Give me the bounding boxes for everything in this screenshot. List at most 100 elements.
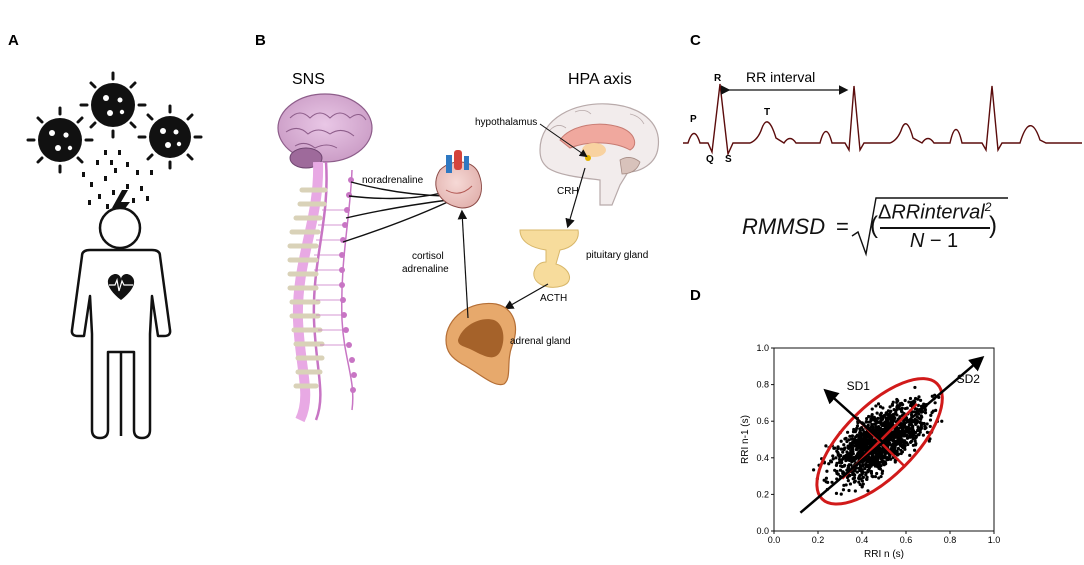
scatter-point [927, 439, 931, 443]
scatter-point [873, 463, 877, 467]
scatter-point [847, 488, 851, 493]
scatter-point [837, 454, 842, 459]
label-acth: ACTH [540, 293, 567, 304]
scatter-point [879, 474, 883, 479]
scatter-point [834, 491, 839, 496]
scatter-point [850, 456, 855, 460]
scatter-point [876, 416, 880, 420]
scatter-point [879, 463, 883, 468]
scatter-point [892, 412, 897, 416]
scatter-point [878, 413, 882, 417]
scatter-point [830, 480, 834, 484]
scatter-point [907, 400, 911, 404]
scatter-point [912, 448, 917, 452]
scatter-point [902, 434, 906, 438]
adrenal-illustration [445, 302, 517, 386]
scatter-point [876, 402, 881, 406]
scatter-point [928, 424, 932, 429]
scatter-point [854, 466, 859, 470]
scatter-point [896, 446, 900, 451]
x-tick-label: 1.0 [988, 535, 1001, 545]
scatter-point [891, 438, 895, 442]
scatter-point [888, 454, 892, 458]
scatter-point [913, 431, 917, 435]
brain-illustration [277, 93, 373, 169]
scatter-point [842, 443, 846, 447]
heart-icon [107, 273, 135, 300]
scatter-point [895, 449, 899, 453]
scatter-point [879, 460, 883, 464]
scatter-point [879, 429, 883, 434]
formula-lhs: RMMSD [742, 214, 826, 239]
scatter-point [849, 458, 853, 462]
scatter-point [874, 404, 878, 408]
scatter-point [895, 405, 899, 409]
sns-title: SNS [292, 71, 325, 88]
scatter-point [921, 433, 925, 437]
label-pituitary: pituitary gland [586, 250, 648, 261]
scatter-point [849, 449, 853, 453]
scatter-point [855, 439, 859, 443]
scatter-point [848, 434, 852, 438]
label-hypothalamus: hypothalamus [475, 117, 537, 128]
scatter-point [852, 440, 857, 445]
scatter-point [843, 463, 847, 467]
scatter-point [863, 467, 867, 471]
panel-letter-a: A [8, 32, 19, 49]
scatter-point [832, 446, 836, 450]
scatter-point [895, 434, 899, 438]
scatter-point [889, 423, 893, 427]
scatter-point [925, 422, 929, 426]
scatter-point [836, 446, 840, 450]
scatter-point [884, 411, 888, 416]
scatter-point [839, 447, 843, 451]
scatter-point [848, 482, 853, 486]
person-figure [70, 190, 172, 440]
hpa-title: HPA axis [568, 71, 632, 88]
scatter-point [865, 446, 869, 450]
scatter-point [847, 438, 851, 442]
scatter-point [866, 458, 870, 462]
sd1-label: SD1 [847, 379, 871, 393]
scatter-point [917, 416, 921, 420]
scatter-point [883, 421, 887, 425]
scatter-point [860, 433, 865, 437]
scatter-point [861, 441, 865, 446]
scatter-point [900, 445, 904, 449]
scatter-point [858, 473, 862, 477]
scatter-point [892, 419, 896, 423]
scatter-point [909, 439, 914, 443]
scatter-point [842, 447, 846, 451]
scatter-point [903, 406, 908, 411]
scatter-point [835, 449, 839, 453]
scatter-point [930, 394, 934, 398]
scatter-point [871, 425, 875, 430]
label-adrenal: adrenal gland [510, 336, 571, 347]
ecg-label-t: T [764, 107, 770, 118]
scatter-point [846, 444, 850, 448]
scatter-point [857, 450, 861, 454]
scatter-point [910, 426, 915, 430]
scatter-point [866, 489, 870, 493]
x-tick-label: 0.2 [812, 535, 825, 545]
scatter-point [895, 413, 899, 417]
scatter-point [873, 474, 878, 479]
scatter-point [913, 439, 917, 443]
panel-letter-c: C [690, 32, 701, 49]
scatter-point [914, 434, 918, 438]
scatter-point [834, 470, 839, 474]
scatter-point [827, 462, 831, 466]
scatter-point [909, 413, 914, 417]
scatter-point [824, 476, 829, 480]
scatter-point [890, 443, 894, 447]
scatter-point [870, 456, 875, 460]
scatter-point [839, 458, 844, 462]
scatter-point [859, 445, 863, 449]
scatter-point [886, 439, 891, 443]
scatter-point [859, 451, 864, 455]
heart-illustration [435, 150, 482, 209]
scatter-point [908, 453, 912, 457]
scatter-point [915, 419, 920, 423]
scatter-point [912, 420, 917, 424]
scatter-point [855, 434, 860, 438]
